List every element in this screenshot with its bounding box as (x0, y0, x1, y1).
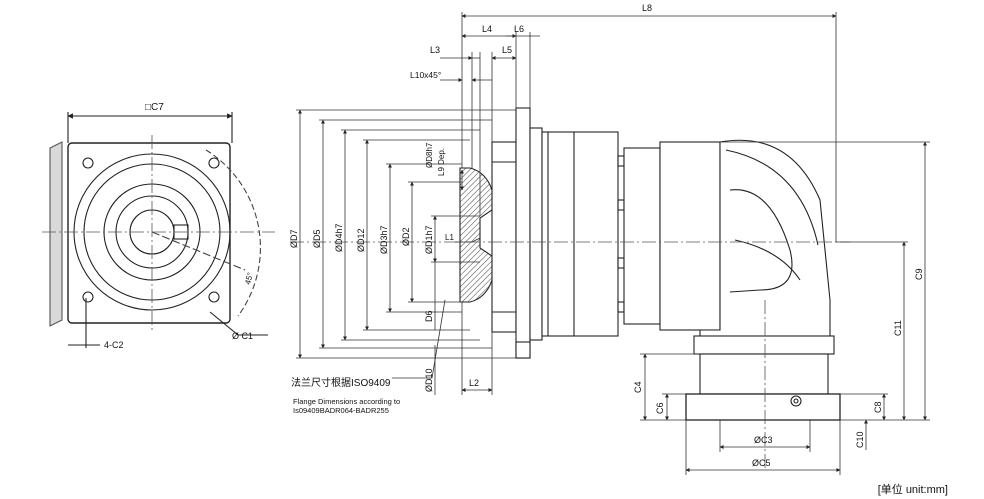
flange-note-chinese: 法兰尺寸根据ISO9409 (291, 378, 391, 389)
label-l1: L1 (445, 233, 454, 242)
label-d2: ØD2 (401, 227, 411, 246)
label-l5: L5 (502, 45, 512, 55)
label-d3: ØD3h7 (379, 225, 389, 254)
unit-note: [单位 unit:mm] (877, 484, 948, 496)
side-centerlines (290, 241, 850, 470)
label-c10: C10 (855, 431, 865, 448)
label-d8: ØD8h7 (425, 142, 434, 168)
flange-note-english: Flange Dimensions according to Is09409BA… (293, 397, 401, 415)
label-c9: C9 (914, 268, 924, 280)
label-c8: C8 (873, 401, 883, 413)
label-c3: ØC3 (754, 435, 773, 445)
label-c4: C4 (633, 381, 643, 393)
label-l8: L8 (642, 3, 652, 13)
label-d12: ØD12 (356, 228, 366, 252)
dimension-lines (296, 12, 930, 475)
label-l6: L6 (514, 24, 524, 34)
label-l10: L10x45° (410, 70, 441, 80)
label-d10: ØD10 (424, 368, 434, 392)
side-view (459, 107, 841, 421)
label-d7: ØD7 (289, 229, 299, 248)
label-d5: ØD5 (312, 229, 322, 248)
label-c5: ØC5 (752, 458, 771, 468)
label-c1: Ø C1 (232, 331, 253, 341)
label-l9: L9 Dep. (437, 148, 446, 176)
front-view (49, 112, 268, 348)
front-centerlines (42, 135, 275, 332)
label-four-c2: 4-C2 (104, 340, 124, 350)
label-l2: L2 (469, 378, 479, 388)
label-l3: L3 (430, 45, 440, 55)
label-d6: D6 (424, 310, 434, 322)
label-c6: C6 (655, 402, 665, 414)
label-d1: ØD1h7 (424, 225, 434, 254)
label-c11: C11 (893, 320, 903, 336)
label-d4: ØD4h7 (334, 223, 344, 252)
label-c7: □C7 (145, 102, 164, 113)
label-l4: L4 (482, 24, 492, 34)
label-angle: 45° (243, 271, 255, 285)
